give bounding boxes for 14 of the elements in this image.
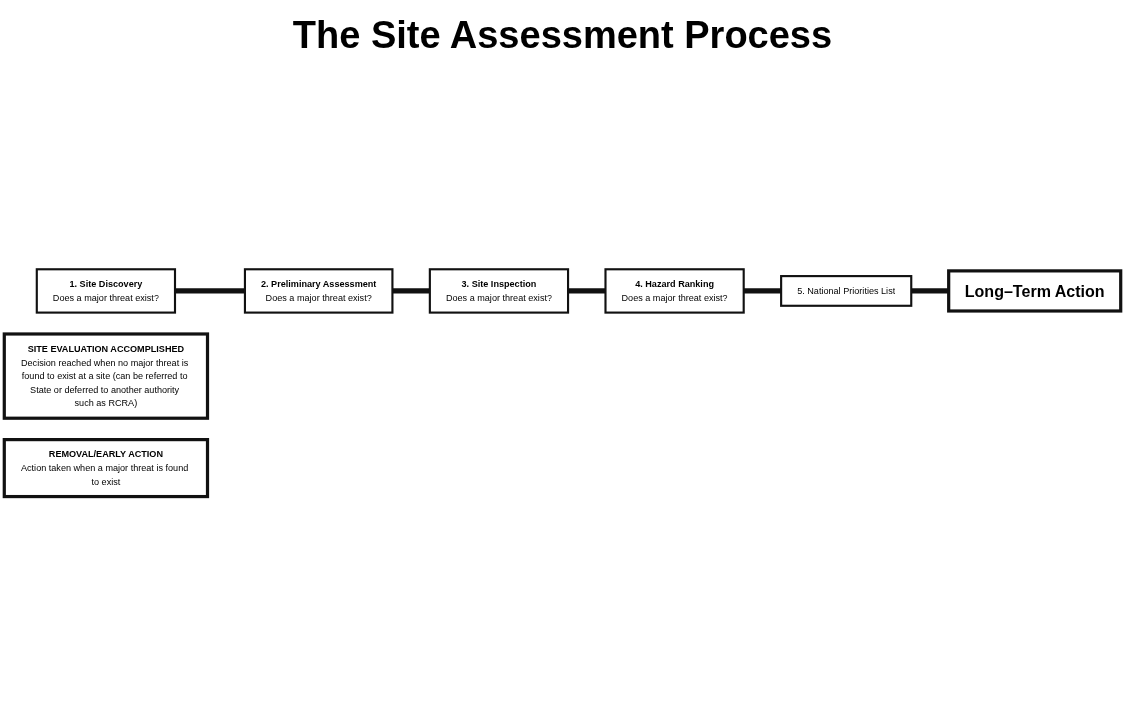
- connector: [568, 288, 606, 294]
- connector: [175, 288, 245, 294]
- node-box: 4. Hazard Ranking Does a major threat exist?: [604, 268, 745, 314]
- connector: [911, 288, 949, 294]
- node-box: 5. National Priorities List: [780, 275, 913, 307]
- node-box: 2. Preliminary Assessment Does a major threat exist?: [243, 268, 394, 314]
- connector: [392, 288, 430, 294]
- node-box: Long–Term Action: [947, 269, 1123, 313]
- diagram-title: The Site Assessment Process: [291, 14, 834, 57]
- connector: [743, 288, 782, 294]
- node-box: 3. Site Inspection Does a major threat exist?: [428, 268, 570, 314]
- node-box: 1. Site Discovery Does a major threat exist?: [35, 268, 177, 314]
- node-box: SITE EVALUATION ACCOMPLISHED Decision reached when no major threat is found to exist at a site (can be referred to State or deferred to another authority such as RCRA): [2, 332, 210, 420]
- node-box: REMOVAL/EARLY ACTION Action taken when a major threat is found to exist: [2, 438, 210, 499]
